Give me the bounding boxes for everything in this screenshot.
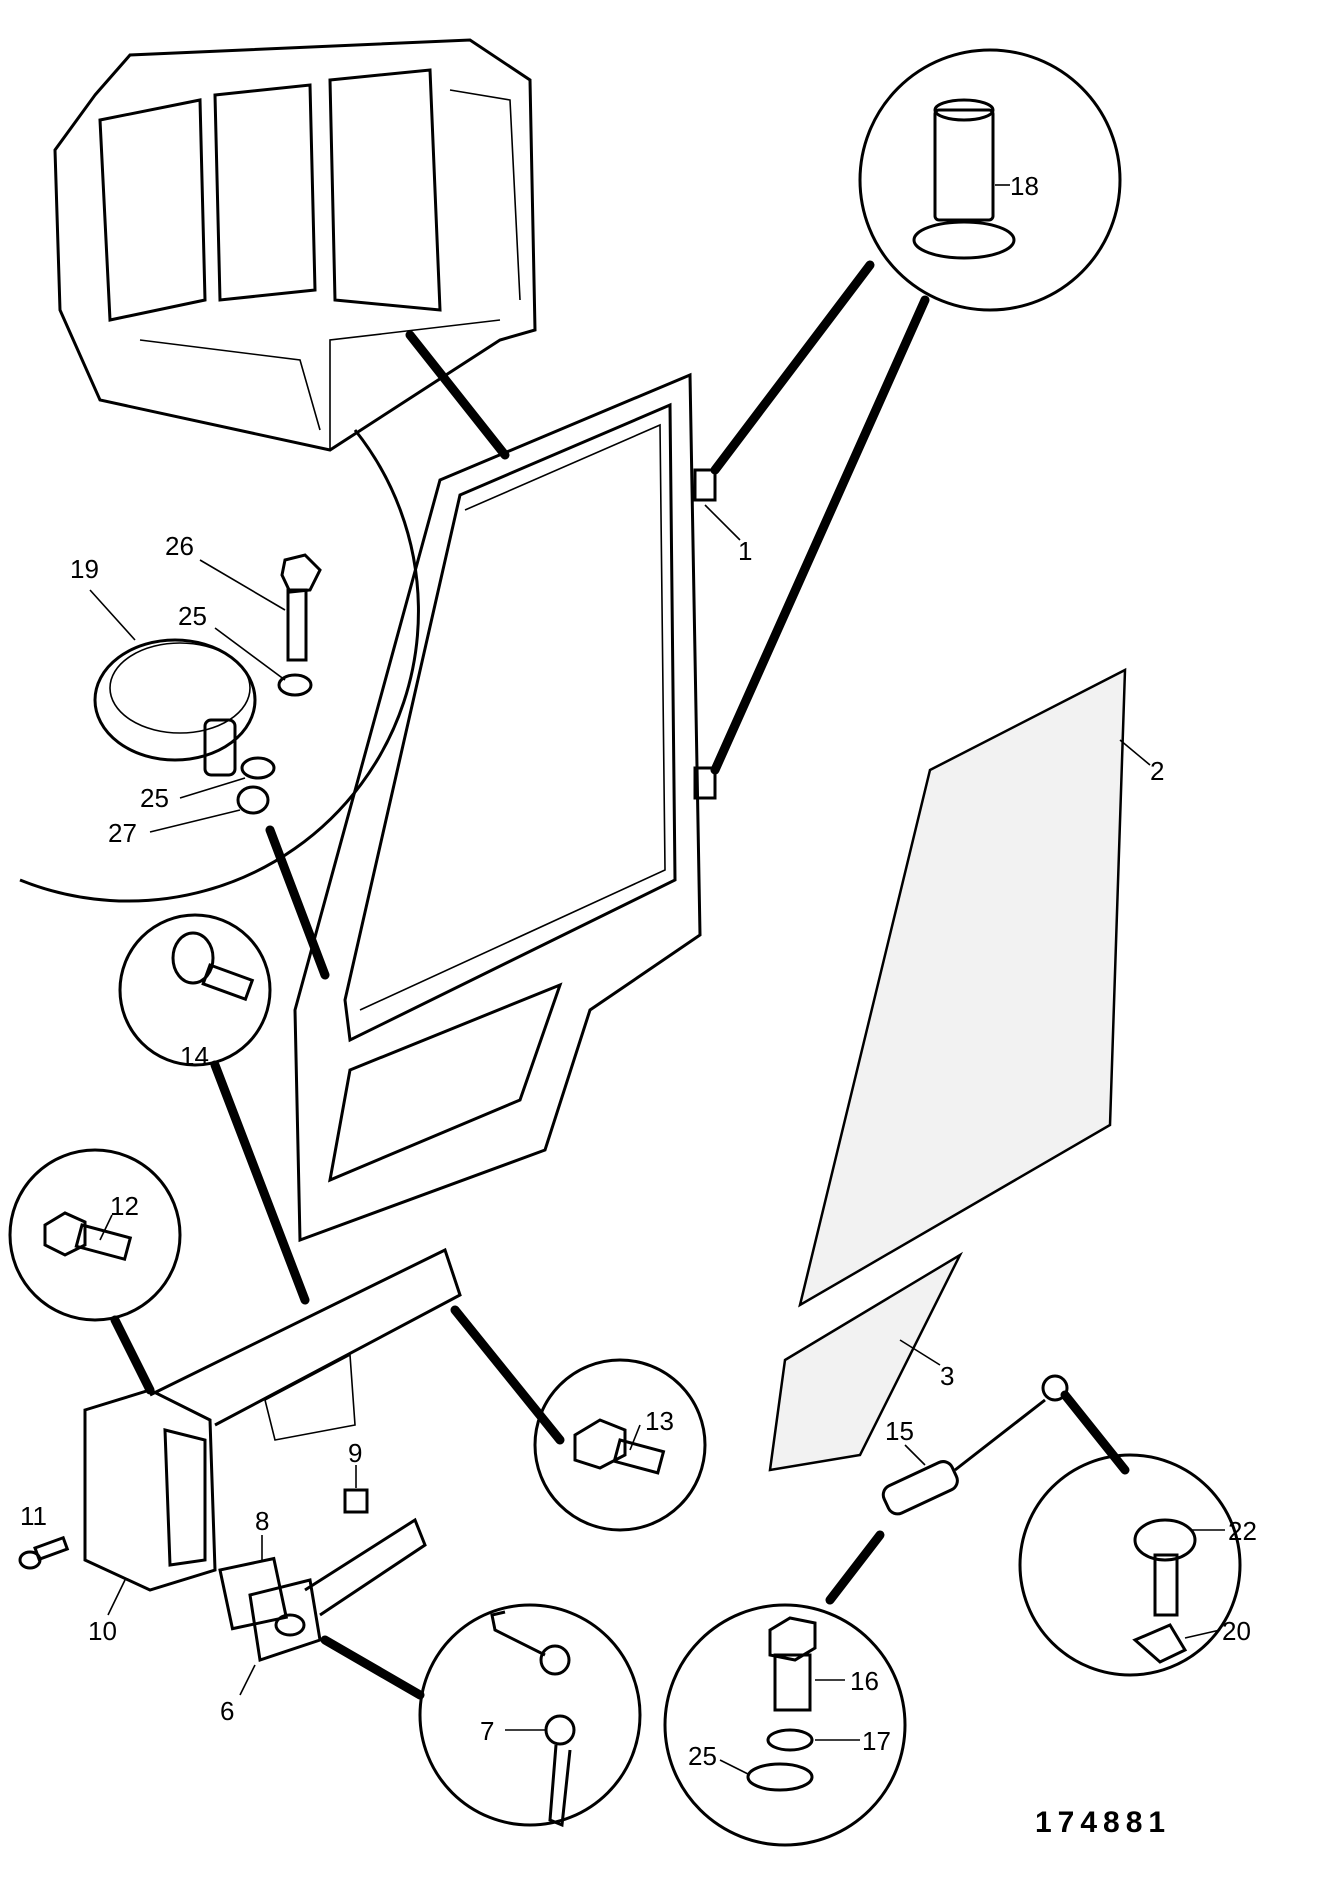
- bolt-13: [573, 1418, 666, 1475]
- bolt-16: [768, 1616, 817, 1712]
- leader-12: [110, 1315, 155, 1395]
- label-9: 9: [348, 1438, 362, 1468]
- bolt-26: [280, 553, 322, 662]
- door-glass-upper: [798, 667, 1127, 1308]
- keys: [490, 1610, 576, 1828]
- label-27: 27: [108, 818, 137, 848]
- label-3: 3: [940, 1361, 954, 1391]
- door-handle-lock: [248, 1517, 427, 1662]
- detail-circle-16: [663, 1603, 907, 1847]
- label-26: 26: [165, 531, 194, 561]
- leader-strut-lower: [825, 1530, 885, 1605]
- leader-18-lower: [710, 295, 930, 775]
- leader-keys: [320, 1635, 425, 1700]
- pin-22: [1133, 1518, 1197, 1617]
- label-22: 22: [1228, 1516, 1257, 1546]
- bolt-12: [43, 1211, 133, 1262]
- washer-25-lower: [240, 756, 276, 780]
- label-25b: 25: [140, 783, 169, 813]
- nut-plate-9: [343, 1488, 369, 1514]
- label-7: 7: [480, 1716, 494, 1746]
- door-glass-lower: [768, 1251, 964, 1472]
- label-17: 17: [862, 1726, 891, 1756]
- detail-arc-clamp: [19, 429, 420, 903]
- leader-18-upper: [710, 260, 875, 475]
- leader-strut-upper: [1060, 1390, 1130, 1475]
- hinge-lower: [693, 766, 717, 800]
- label-25a: 25: [178, 601, 207, 631]
- label-19: 19: [70, 554, 99, 584]
- cab-overview: [53, 38, 537, 452]
- label-18: 18: [1010, 171, 1039, 201]
- clip-20: [1132, 1623, 1188, 1664]
- label-20: 20: [1222, 1616, 1251, 1646]
- detail-circle-12: [8, 1148, 182, 1322]
- nut-27: [236, 785, 270, 815]
- leader-cab-door: [405, 330, 510, 460]
- label-8: 8: [255, 1506, 269, 1536]
- label-15: 15: [885, 1416, 914, 1446]
- hinge-upper: [693, 468, 717, 502]
- label-25c: 25: [688, 1741, 717, 1771]
- hinge-bush: [912, 98, 1016, 260]
- clamp: [93, 638, 257, 777]
- label-10: 10: [88, 1616, 117, 1646]
- label-1: 1: [738, 536, 752, 566]
- reference-number: 174881: [1035, 1806, 1171, 1839]
- label-16: 16: [850, 1666, 879, 1696]
- washer-25-upper: [277, 673, 313, 697]
- leader-clamp: [265, 825, 330, 980]
- washer-17: [766, 1728, 814, 1752]
- handle-bracket: [83, 1247, 462, 1592]
- detail-circle-14: [118, 913, 272, 1067]
- detail-circle-13: [533, 1358, 707, 1532]
- leader-14: [210, 1060, 310, 1305]
- label-14: 14: [180, 1041, 209, 1071]
- screw-11: [18, 1535, 70, 1570]
- leader-13: [450, 1305, 565, 1445]
- detail-circle-22: [1018, 1453, 1242, 1677]
- label-13: 13: [645, 1406, 674, 1436]
- detail-circle-18: [858, 48, 1122, 312]
- door-frame: [293, 372, 717, 1243]
- gas-strut: [881, 1374, 1069, 1516]
- label-6: 6: [220, 1696, 234, 1726]
- washer-25: [746, 1762, 814, 1792]
- label-2: 2: [1150, 756, 1164, 786]
- detail-circle-7: [418, 1603, 642, 1827]
- thumb-screw: [171, 931, 255, 1002]
- label-11: 11: [20, 1501, 47, 1531]
- label-12: 12: [110, 1191, 139, 1221]
